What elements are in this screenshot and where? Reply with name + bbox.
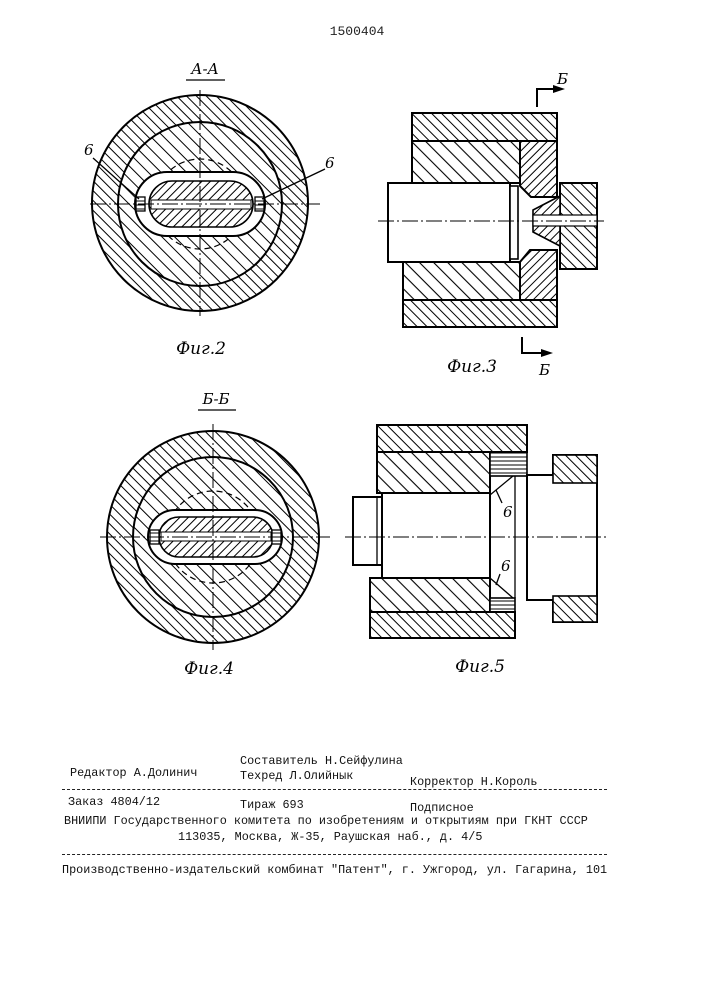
fig3-upper-block [412, 141, 520, 183]
fig3-caption: Фиг.3 [447, 357, 497, 377]
fig3-section-mark-top-label: Б [556, 70, 568, 88]
fig4-caption: Фиг.4 [184, 659, 234, 679]
fig3-lower-block [403, 262, 520, 300]
printer-line: Производственно-издательский комбинат "П… [62, 864, 607, 877]
fig3-section-mark-bottom [522, 337, 553, 357]
institute-line: ВНИИПИ Государственного комитета по изоб… [64, 815, 588, 828]
compiler-line: Составитель Н.Сейфулина [240, 755, 403, 768]
circulation-line: Тираж 693 [240, 799, 304, 812]
fig3-section-mark-top [537, 85, 565, 107]
fig2-caption: Фиг.2 [176, 339, 226, 359]
tech-editor-line: Техред Л.Олийнык [240, 770, 353, 783]
fig3-section-mark-bottom-label: Б [538, 361, 550, 379]
fig3-upper-flange [520, 141, 557, 197]
editor-line: Редактор А.Долинич [70, 767, 197, 780]
figure-4: Б-Б Фиг.4 [100, 390, 330, 679]
fig5-end-cap-bottom [553, 596, 597, 622]
fig3-top-plate [412, 113, 557, 141]
fig5-upper-insert [490, 452, 527, 476]
fig5-upper-block [377, 452, 490, 493]
document-number: 1500404 [330, 24, 385, 39]
fig3-lower-flange [520, 250, 557, 300]
figure-2: А-А 6 6 Фиг.2 [84, 60, 335, 359]
fig3-shaft-collar [510, 186, 518, 259]
fig5-bottom-plate [370, 612, 515, 638]
fig5-lower-insert [490, 598, 515, 612]
figure-3: Б Б Фиг.3 [378, 70, 604, 379]
fig4-section-label: Б-Б [201, 390, 229, 408]
fig2-callout-right: 6 [325, 154, 335, 172]
fig5-caption: Фиг.5 [455, 657, 505, 677]
imprint-divider-top [62, 789, 607, 790]
fig5-shaft [382, 493, 490, 578]
fig3-bottom-plate [403, 300, 557, 327]
fig2-callout-left: 6 [84, 141, 94, 159]
fig5-leader-bottom [496, 574, 500, 585]
fig5-lower-cone-line [490, 578, 513, 598]
fig5-end-cap [527, 455, 597, 622]
fig3-shaft [388, 183, 510, 262]
fig5-end-cap-top [553, 455, 597, 483]
proofreader-line: Корректор Н.Король [410, 776, 537, 789]
fig5-callout-bottom: 6 [501, 557, 511, 575]
fig5-top-plate [377, 425, 527, 452]
fig2-section-label: А-А [190, 60, 219, 78]
fig5-upper-cone-line [490, 476, 513, 495]
address-line: 113035, Москва, Ж-35, Раушская наб., д. … [178, 831, 482, 844]
figure-5: 6 6 Фиг.5 [345, 425, 606, 677]
order-line: Заказ 4804/12 [68, 796, 160, 809]
fig5-lower-block [370, 578, 490, 612]
imprint-divider-bottom [62, 854, 607, 855]
fig5-leader-top [496, 490, 502, 503]
fig5-callout-top: 6 [503, 503, 513, 521]
